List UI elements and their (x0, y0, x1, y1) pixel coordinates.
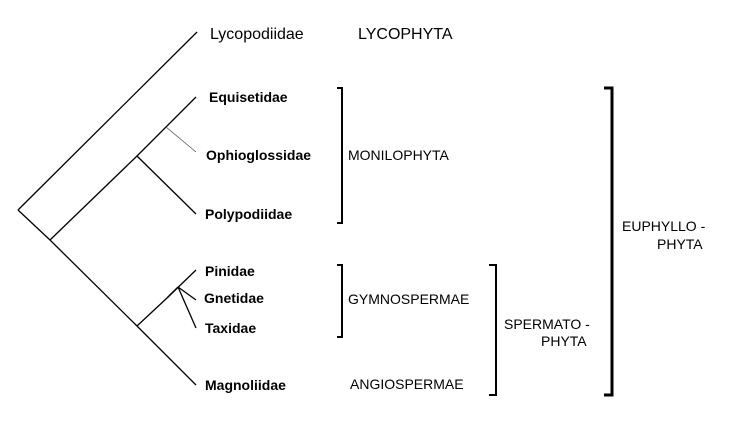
label-gymnospermae: GYMNOSPERMAE (348, 291, 469, 307)
label-equisetidae: Equisetidae (209, 89, 288, 105)
taxon-labels: Lycopodiidae Equisetidae Ophioglossidae … (204, 26, 311, 393)
branch-euphyllo-monilo (49, 155, 138, 241)
label-euphyllophyta-line1: EUPHYLLO - (622, 218, 706, 234)
label-gnetidae: Gnetidae (204, 290, 264, 306)
label-lycophyta: LYCOPHYTA (358, 26, 453, 43)
group-brackets (337, 86, 614, 397)
label-magnoliidae: Magnoliidae (205, 377, 286, 393)
branch-equisetidae (136, 96, 197, 157)
branch-gymno-gnetales (166, 286, 179, 299)
branch-ophioglossidae (165, 126, 197, 153)
branch-gnetidae (177, 286, 197, 301)
group-labels: LYCOPHYTA MONILOPHYTA GYMNOSPERMAE ANGIO… (348, 26, 706, 392)
branch-magnoliidae (136, 325, 197, 386)
label-angiospermae: ANGIOSPERMAE (350, 376, 464, 392)
label-lycopodiidae: Lycopodiidae (210, 26, 304, 43)
label-taxidae: Taxidae (205, 320, 256, 336)
branch-spermato-gymno (136, 297, 168, 327)
label-euphyllophyta-line2: PHYTA (657, 236, 703, 252)
label-monilophyta: MONILOPHYTA (348, 147, 450, 163)
branch-root-euphyllophyta (17, 209, 51, 241)
tree-branches (17, 31, 198, 386)
label-ophioglossidae: Ophioglossidae (206, 147, 311, 163)
branch-root-lycopodiidae (17, 31, 198, 211)
label-pinidae: Pinidae (205, 263, 255, 279)
branch-euphyllo-spermato (49, 239, 138, 327)
bracket-euphyllophyta (604, 86, 614, 397)
label-polypodiidae: Polypodiidae (205, 206, 292, 222)
bracket-spermatophyta (489, 264, 497, 396)
branch-polypodiidae (136, 155, 197, 215)
bracket-monilophyta (337, 87, 343, 224)
bracket-gymnospermae (337, 264, 343, 338)
label-spermatophyta-line1: SPERMATO - (504, 316, 590, 332)
branch-taxidae (177, 286, 197, 329)
label-spermatophyta-line2: PHYTA (541, 333, 587, 349)
